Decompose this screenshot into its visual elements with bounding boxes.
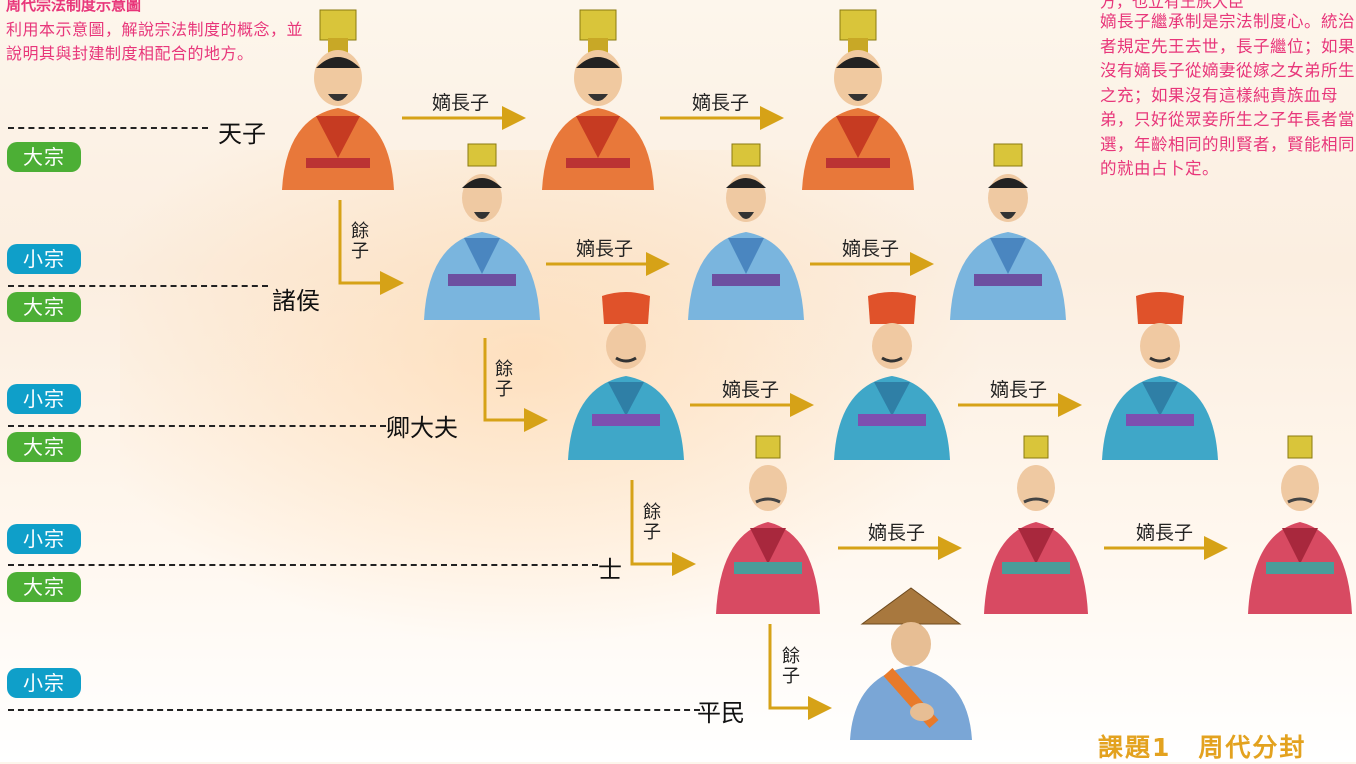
arrow-yuzi <box>630 480 696 576</box>
rank-label-shi: 士 <box>598 556 622 584</box>
lord-figure <box>424 143 540 320</box>
lesson-footer: 課題1 周代分封 <box>1098 733 1307 762</box>
label-yuzi-char-2: 子 <box>643 522 661 543</box>
minister-figure <box>834 292 950 460</box>
tag-dazong: 大宗 <box>7 142 81 172</box>
intro-title: 周代宗法制度示意圖 <box>6 0 142 14</box>
tag-dazong: 大宗 <box>7 572 81 602</box>
rank-label-qingdafu: 卿大夫 <box>386 414 458 442</box>
label-dizhangzi: 嫡長子 <box>990 379 1048 401</box>
arrow-yuzi <box>768 624 832 720</box>
label-yuzi: 餘 子 <box>642 503 662 543</box>
rank-label-zhuhou: 諸侯 <box>272 287 320 315</box>
label-dizhangzi: 嫡長子 <box>692 92 750 114</box>
intro-text: 利用本示意圖，解說宗法制度的概念，並說明其與封建制度相配合的地方。 <box>6 20 304 63</box>
scholar-figure <box>716 435 820 614</box>
label-yuzi: 餘 子 <box>350 222 370 262</box>
tag-xiaozong: 小宗 <box>7 524 81 554</box>
label-yuzi-char-1: 餘 <box>643 502 661 523</box>
label-dizhangzi: 嫡長子 <box>868 522 926 544</box>
lord-figure <box>688 143 804 320</box>
level-line-tianzi <box>8 127 208 129</box>
scholar-figure <box>984 435 1088 614</box>
label-yuzi-char-2: 子 <box>351 241 369 262</box>
label-dizhangzi: 嫡長子 <box>722 379 780 401</box>
emperor-figure <box>542 9 654 190</box>
level-line-qingdafu <box>8 425 386 427</box>
label-yuzi-char-1: 餘 <box>495 359 513 380</box>
level-line-pingmin <box>8 709 700 711</box>
rank-label-tianzi: 天子 <box>218 120 266 148</box>
emperor-figure <box>282 9 394 190</box>
side-note-cut-line: 方，也立有王族大臣 <box>1100 0 1245 11</box>
label-yuzi-char-2: 子 <box>495 379 513 400</box>
level-line-shi <box>8 564 598 566</box>
label-dizhangzi: 嫡長子 <box>842 238 900 260</box>
label-yuzi-char-1: 餘 <box>782 646 800 667</box>
lord-figure <box>950 143 1066 320</box>
tag-dazong: 大宗 <box>7 292 81 322</box>
rank-label-pingmin: 平民 <box>697 699 745 727</box>
level-line-zhuhou <box>8 285 268 287</box>
label-dizhangzi: 嫡長子 <box>1136 522 1194 544</box>
minister-figure <box>1102 292 1218 460</box>
label-yuzi-char-1: 餘 <box>351 221 369 242</box>
arrow-yuzi <box>483 338 548 432</box>
label-yuzi: 餘 子 <box>781 647 801 687</box>
side-note-text: 嫡長子繼承制是宗法制度心。統治者規定先王去世，長子繼位；如果沒有嫡長子從嫡妻從嫁… <box>1100 12 1355 178</box>
label-dizhangzi: 嫡長子 <box>576 238 634 260</box>
minister-figure <box>568 292 684 460</box>
label-yuzi: 餘 子 <box>494 360 514 400</box>
tag-dazong: 大宗 <box>7 432 81 462</box>
tag-xiaozong: 小宗 <box>7 384 81 414</box>
commoner-figure <box>850 587 972 740</box>
arrow-yuzi <box>338 200 404 295</box>
emperor-figure <box>802 9 914 190</box>
tag-xiaozong: 小宗 <box>7 244 81 274</box>
tag-xiaozong: 小宗 <box>7 668 81 698</box>
label-dizhangzi: 嫡長子 <box>432 92 490 114</box>
label-yuzi-char-2: 子 <box>782 666 800 687</box>
scholar-figure <box>1248 435 1352 614</box>
